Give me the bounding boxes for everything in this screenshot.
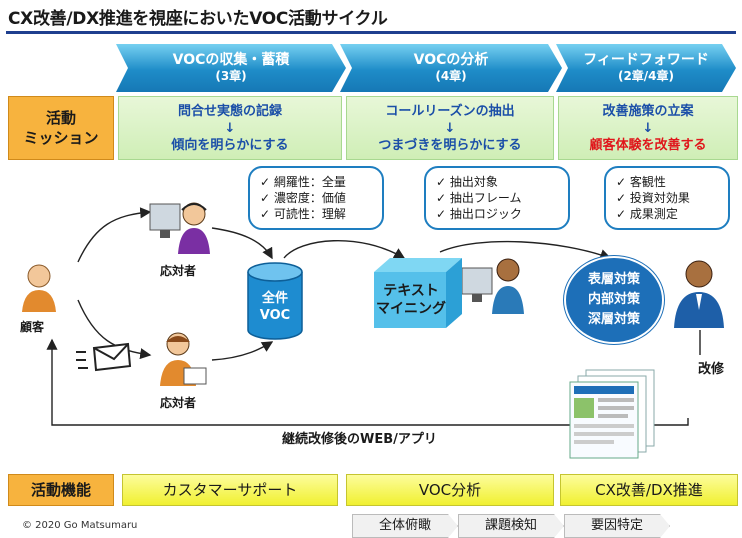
measure-item: 表層対策	[587, 272, 640, 287]
phase-chapter: (2章/4章)	[617, 69, 675, 83]
database-icon	[247, 262, 303, 340]
planner-icon	[674, 260, 724, 328]
phase-chapter: (3章)	[215, 69, 247, 83]
mining-label-line2: マイニング	[376, 301, 446, 317]
measure-item: 内部対策	[587, 292, 640, 307]
callout-item: 抽出フレーム	[436, 190, 558, 206]
database-label-line2: VOC	[259, 308, 291, 323]
analyst-icon	[462, 258, 524, 314]
function-box-analysis: VOC分析	[346, 474, 554, 506]
function-label: 活動機能	[8, 474, 114, 506]
callout-analysis: 抽出対象 抽出フレーム 抽出ロジック	[424, 166, 570, 230]
phase-label: フィードフォワード	[583, 52, 709, 68]
phase-collect: VOCの収集・蓄積 (3章)	[116, 44, 346, 92]
mission-box-feedforward: 改善施策の立案 ↓ 顧客体験を改善する	[558, 96, 738, 160]
phase-chapter: (4章)	[435, 69, 467, 83]
phase-label: VOCの分析	[413, 52, 489, 68]
mining-label: テキスト マイニング	[376, 282, 446, 318]
responder-bottom-label: 応対者	[160, 396, 197, 410]
phase-analysis: VOCの分析 (4章)	[340, 44, 562, 92]
arrow-responder-top-to-db	[211, 227, 273, 260]
mission-arrow: ↓	[642, 120, 654, 136]
step-root-cause: 要因特定	[564, 514, 670, 538]
mission-label-line1: 活動	[45, 109, 76, 127]
measures-badge: 表層対策 内部対策 深層対策	[564, 256, 664, 344]
arrow-responder-bottom-to-db	[211, 341, 274, 361]
phase-feedforward: フィードフォワード (2章/4章)	[556, 44, 736, 92]
callout-item: 客観性	[616, 174, 718, 190]
mission-arrow: ↓	[224, 120, 236, 136]
mission-bottom: 傾向を明らかにする	[171, 137, 289, 153]
mission-label-line2: ミッション	[23, 129, 99, 147]
callout-item: 抽出対象	[436, 174, 558, 190]
function-box-cx-dx: CX改善/DX推進	[560, 474, 738, 506]
mission-box-collect: 問合せ実態の記録 ↓ 傾向を明らかにする	[118, 96, 342, 160]
mission-bottom: 顧客体験を改善する	[589, 137, 707, 153]
callout-item: 濃密度：価値	[260, 190, 372, 206]
improve-label: 改修	[698, 362, 725, 377]
mining-label-line1: テキスト	[383, 283, 439, 299]
page-title: CX改善/DX推進を視座においたVOC活動サイクル	[8, 9, 388, 29]
database-label-line1: 全件	[261, 291, 288, 306]
mission-label: 活動 ミッション	[8, 96, 114, 160]
feedback-label: 継続改修後のWEB/アプリ	[282, 432, 437, 447]
arrow-customer-to-responder-bottom	[77, 299, 152, 360]
callout-item: 可読性：理解	[260, 206, 372, 222]
responder-writing-icon	[160, 332, 207, 386]
responder-headset-icon	[149, 202, 210, 254]
web-pages-icon	[569, 369, 655, 459]
callout-item: 抽出ロジック	[436, 206, 558, 222]
callout-feedforward: 客観性 投資対効果 成果測定	[604, 166, 730, 230]
copyright: © 2020 Go Matsumaru	[22, 520, 138, 531]
customer-label: 顧客	[20, 320, 45, 334]
responder-top-label: 応対者	[160, 264, 197, 278]
arrow-feedback-loop	[52, 330, 701, 426]
mail-icon	[76, 342, 132, 372]
mission-arrow: ↓	[444, 120, 456, 136]
phase-label: VOCの収集・蓄積	[172, 52, 290, 68]
measure-item: 深層対策	[587, 312, 640, 327]
mission-top: コールリーズンの抽出	[385, 103, 515, 119]
customer-icon	[22, 264, 56, 312]
arrow-db-to-mining	[283, 240, 406, 259]
text-mining-cube	[374, 258, 462, 328]
callout-collection: 網羅性：全量 濃密度：価値 可読性：理解	[248, 166, 384, 230]
arrow-customer-to-responder-top	[77, 207, 152, 263]
mission-bottom: つまづきを明らかにする	[378, 137, 522, 153]
title-rule	[6, 31, 736, 34]
arrow-mining-to-measures	[439, 240, 612, 260]
function-box-support: カスタマーサポート	[122, 474, 338, 506]
mission-top: 問合せ実態の記録	[177, 103, 282, 119]
callout-item: 網羅性：全量	[260, 174, 372, 190]
database-label: 全件 VOC	[252, 290, 298, 324]
callout-item: 投資対効果	[616, 190, 718, 206]
mission-top: 改善施策の立案	[602, 103, 694, 119]
mission-box-analysis: コールリーズンの抽出 ↓ つまづきを明らかにする	[346, 96, 554, 160]
step-overview: 全体俯瞰	[352, 514, 458, 538]
callout-item: 成果測定	[616, 206, 718, 222]
step-detection: 課題検知	[458, 514, 564, 538]
